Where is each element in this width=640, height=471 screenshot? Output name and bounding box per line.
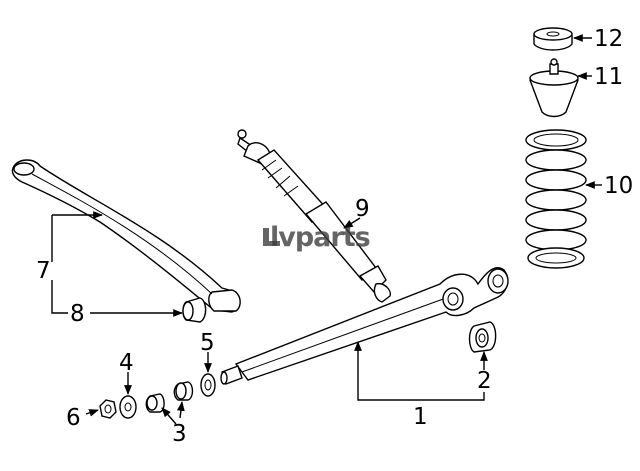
control-arm bbox=[220, 266, 509, 385]
watermark-logo-icon bbox=[263, 228, 280, 246]
hardware-3b bbox=[173, 381, 194, 401]
callout-2: 2 bbox=[477, 368, 492, 394]
watermark: lvparts bbox=[263, 222, 371, 253]
hardware-3a bbox=[145, 393, 165, 413]
shock-absorber bbox=[237, 129, 391, 303]
callout-9: 9 bbox=[355, 196, 370, 222]
washer-5 bbox=[200, 373, 216, 397]
track-bar bbox=[11, 159, 241, 313]
leader-lines bbox=[51, 34, 602, 425]
callout-6: 6 bbox=[66, 405, 81, 431]
coil-spring bbox=[525, 129, 587, 269]
bushing-2 bbox=[468, 321, 497, 353]
callout-1: 1 bbox=[413, 404, 428, 430]
callout-12: 12 bbox=[594, 26, 623, 52]
callout-7: 7 bbox=[36, 258, 51, 284]
callout-3: 3 bbox=[172, 421, 187, 447]
spring-insulator bbox=[533, 27, 573, 51]
callout-8: 8 bbox=[70, 301, 85, 327]
callout-11: 11 bbox=[594, 64, 623, 90]
washer-4 bbox=[119, 395, 137, 419]
bushing-8 bbox=[182, 297, 207, 323]
callout-10: 10 bbox=[604, 173, 633, 199]
callout-5: 5 bbox=[200, 330, 215, 356]
callout-4: 4 bbox=[119, 350, 134, 376]
watermark-text: lvparts bbox=[270, 222, 370, 253]
jounce-bumper bbox=[529, 58, 579, 118]
nut-6 bbox=[99, 399, 117, 419]
